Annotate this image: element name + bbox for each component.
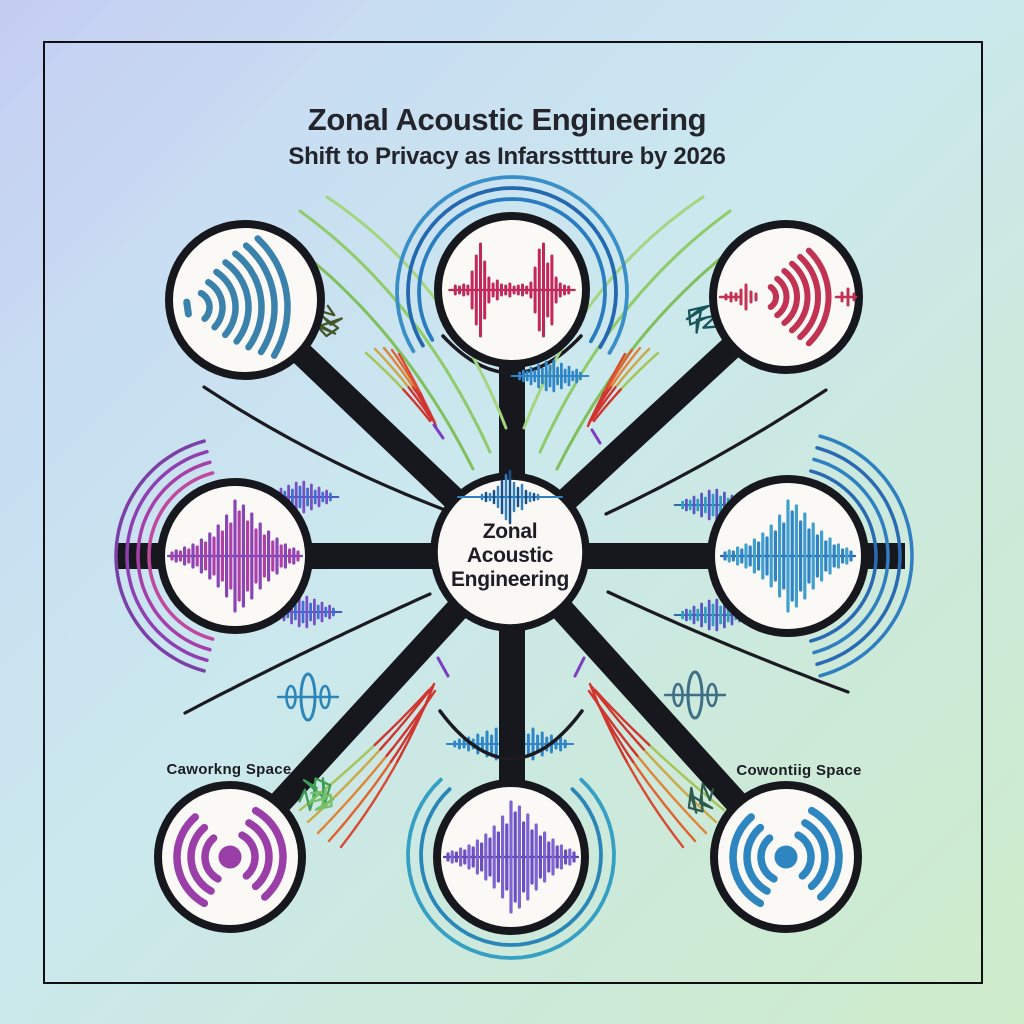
waveform-echo-icon (718, 247, 858, 347)
center-hub-label: Zonal Acoustic Engineering (450, 520, 570, 591)
sound-wave-fan-icon (183, 235, 291, 359)
acoustic-lens-icon (276, 672, 340, 722)
broadcast-signal-icon (173, 806, 287, 908)
node-top-right (709, 220, 863, 374)
broadcast-signal-icon (729, 806, 843, 908)
broadcast-signal-icon (729, 806, 843, 908)
page-subtitle: Shift to Privacy as Infarssttture by 202… (288, 143, 726, 170)
green-curves (277, 195, 753, 471)
center-hub (430, 469, 590, 632)
page-title: Zonal Acoustic Engineering (307, 102, 707, 137)
node-bottom-left (154, 781, 306, 933)
broadcast-signal-icon (173, 806, 287, 908)
sound-wave-fan-icon (183, 235, 291, 359)
node-halo-arcs (114, 175, 914, 960)
dense-waveform-icon (166, 499, 304, 613)
node-bottom (433, 779, 589, 935)
sound-flow-curves (183, 334, 850, 761)
zone-label-left: Caworkng Space (166, 761, 292, 778)
node-top (434, 212, 590, 368)
node-top-left (165, 220, 325, 380)
acoustic-lens-icon (663, 670, 727, 720)
waveform-echo-icon (718, 247, 858, 347)
audio-waveform-icon (448, 242, 576, 338)
border-frame (43, 41, 983, 984)
node-left (157, 478, 313, 634)
small-decor (260, 304, 753, 814)
rainbow-fans (298, 346, 726, 849)
node-bottom-right (710, 781, 862, 933)
node-right (707, 475, 869, 637)
mini-waveform-icons (260, 359, 753, 632)
purple-ticks (432, 423, 602, 678)
waveform-icon (457, 469, 563, 525)
dense-waveform-icon (442, 800, 580, 914)
zone-label-right: Cowontiig Space (736, 762, 862, 779)
noise-scribble-icons (298, 304, 718, 814)
dense-waveform-icon (719, 499, 857, 613)
